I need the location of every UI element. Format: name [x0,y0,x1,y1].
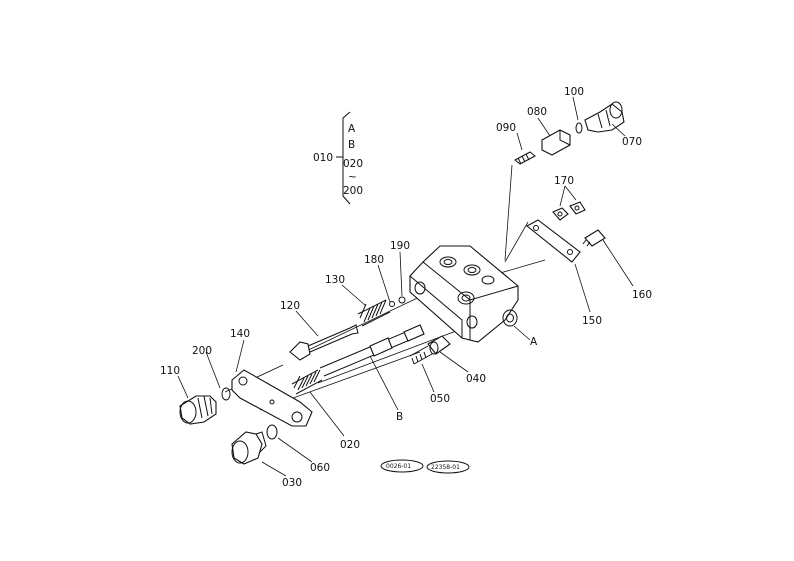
spool-b [319,324,425,377]
label-190: 190 [390,240,410,252]
label-030: 030 [282,477,302,489]
label-070: 070 [622,136,642,148]
label-b: B [396,411,403,423]
leader-lines [177,96,634,477]
oring-060 [266,424,278,440]
oring-200 [221,387,231,401]
range-legend: 010 A B 020 ~ 200 [313,111,363,205]
label-140: 140 [230,328,250,340]
legend-tilde: ~ [348,171,357,183]
cap-110 [179,395,217,425]
label-160: 160 [632,289,652,301]
part-labels: 080 090 100 070 170 160 150 190 180 130 … [160,86,652,489]
label-130: 130 [325,274,345,286]
label-120: 120 [280,300,300,312]
label-060: 060 [310,462,330,474]
plate-150 [526,219,581,263]
reference-stamps: 0026-01 22358-01 [380,459,470,474]
label-110: 110 [160,365,180,377]
label-100: 100 [564,86,584,98]
legend-b: B [348,139,355,151]
label-040: 040 [466,373,486,385]
label-090: 090 [496,122,516,134]
plug-030 [231,431,267,465]
relief-valve [514,101,625,165]
legend-a: A [348,123,356,135]
legend-from: 020 [343,158,363,170]
valve-body [409,245,519,343]
stamp-right-oval [426,460,470,474]
spring-020 [291,369,323,395]
nuts-170 [552,201,586,221]
label-050: 050 [430,393,450,405]
label-150: 150 [582,315,602,327]
stamp-left: 0026-01 [386,463,411,470]
stamp-left-oval [380,459,424,473]
label-170: 170 [554,175,574,187]
plug-040 [427,335,451,355]
label-200: 200 [192,345,212,357]
label-a: A [530,336,538,348]
legend-to: 200 [343,185,363,197]
screw-050 [409,345,433,365]
label-020: 020 [340,439,360,451]
label-080: 080 [527,106,547,118]
pin-120 [289,324,359,361]
bolt-160 [582,229,606,247]
label-180: 180 [364,254,384,266]
stamp-right: 22358-01 [431,464,460,471]
plate-140 [231,369,313,427]
legend-part-number: 010 [313,152,333,164]
spring-130 [357,296,406,327]
